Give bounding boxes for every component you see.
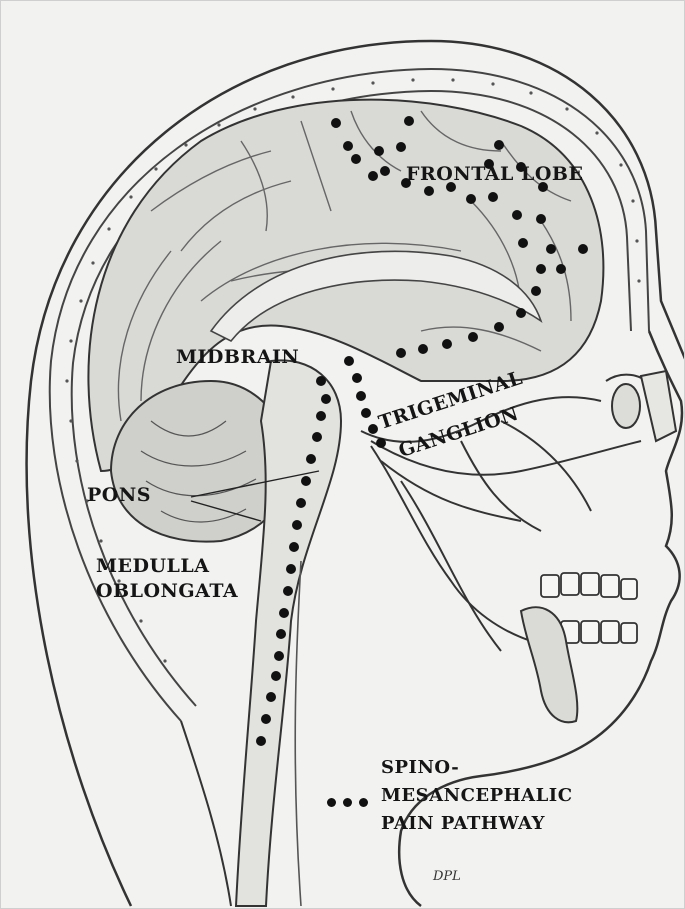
legend-dot	[343, 798, 352, 807]
head-outline	[25, 39, 684, 907]
artist-signature: DPL	[433, 869, 461, 884]
label-midbrain: MIDBRAIN	[176, 346, 300, 368]
label-leader-lines	[190, 470, 320, 522]
neck-back	[180, 720, 232, 907]
legend-dot	[327, 798, 336, 807]
upper-teeth	[540, 572, 638, 600]
legend-line-2: MESANCEPHALIC	[381, 785, 573, 806]
pain-pathway-dots	[256, 116, 588, 746]
skull-diploe	[65, 78, 641, 663]
legend-line-1: SPINO-	[381, 757, 460, 778]
legend-dots	[327, 794, 375, 812]
eye	[605, 373, 652, 429]
skull-outer	[48, 67, 650, 722]
label-pons: PONS	[87, 484, 151, 506]
corpus-callosum	[209, 250, 543, 343]
legend-dot	[359, 798, 368, 807]
trigeminal-nerve-branches	[360, 396, 642, 652]
face-profile	[397, 330, 684, 907]
legend-line-3: PAIN PATHWAY	[381, 813, 545, 834]
nasal-bone	[639, 369, 678, 443]
label-medulla: MEDULLA	[96, 555, 210, 577]
label-frontal-lobe: FRONTAL LOBE	[406, 163, 584, 185]
label-oblongata: OBLONGATA	[96, 580, 239, 602]
tongue	[519, 606, 579, 724]
cerebrum	[87, 98, 605, 473]
brainstem	[234, 359, 343, 907]
spinal-cord	[294, 560, 302, 907]
lower-teeth	[560, 620, 638, 644]
